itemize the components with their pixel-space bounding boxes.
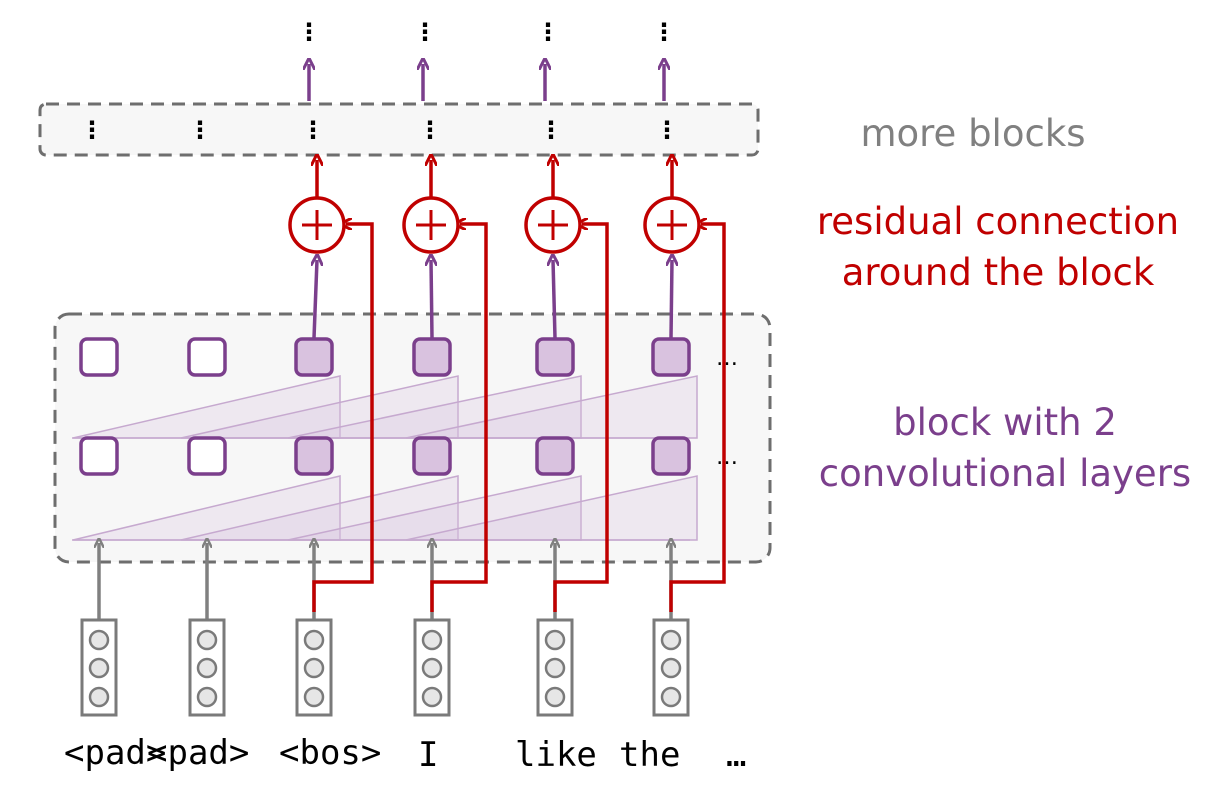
active-conv-node [535, 436, 575, 476]
vertical-ellipsis-icon: ⋮ [418, 116, 442, 144]
vector-element [88, 629, 110, 651]
vector-element [544, 629, 566, 651]
vector-element [303, 657, 325, 679]
vector-element [88, 657, 110, 679]
active-conv-node [535, 337, 575, 377]
block-label-line1: block with 2 [893, 401, 1117, 444]
token-the: the [619, 735, 680, 775]
ellipsis-marks: … … ⋮ ⋮ ⋮ ⋮ ⋮ ⋮ ⋮ ⋮ ⋮ ⋮ [80, 18, 738, 470]
conv-nodes [79, 337, 691, 476]
token-pad-2: <pad> [147, 733, 249, 773]
embedding-vectors [80, 618, 690, 717]
ellipsis-icon: … [716, 445, 738, 470]
vector-element [196, 657, 218, 679]
residual-connection-line [669, 224, 726, 612]
padding-conv-node [79, 436, 119, 476]
vector-element [196, 629, 218, 651]
vertical-ellipsis-icon: ⋮ [652, 18, 676, 46]
residual-connections [288, 160, 726, 612]
receptive-fields [72, 375, 698, 541]
vector-element [660, 629, 682, 651]
active-conv-node [294, 337, 334, 377]
vector-element [303, 629, 325, 651]
token-pad-1: <pad> [64, 733, 166, 773]
token-bos: <bos> [279, 733, 381, 773]
block-output-arrow [671, 260, 672, 339]
active-conv-node [294, 436, 334, 476]
active-conv-node [412, 337, 452, 377]
vertical-ellipsis-icon: ⋮ [301, 116, 325, 144]
residual-connection-line [312, 224, 374, 612]
block-output-arrow [314, 260, 317, 339]
token-like: like [515, 735, 597, 775]
token-i: I [418, 735, 438, 775]
input-tokens: <pad> <pad> <bos> I like the … [64, 733, 746, 775]
vector-element [544, 686, 566, 708]
vector-element [196, 686, 218, 708]
vertical-ellipsis-icon: ⋮ [536, 18, 560, 46]
vector-element [544, 657, 566, 679]
vector-element [88, 686, 110, 708]
more-blocks-label: more blocks [860, 112, 1085, 155]
active-conv-node [412, 436, 452, 476]
active-conv-node [651, 436, 691, 476]
vector-element [303, 686, 325, 708]
vertical-ellipsis-icon: ⋮ [655, 116, 679, 144]
vector-element [660, 686, 682, 708]
padding-conv-node [187, 436, 227, 476]
vector-element [421, 629, 443, 651]
token-ellipsis: … [726, 735, 746, 775]
padding-conv-node [79, 337, 119, 377]
block-output-arrows [309, 64, 672, 339]
vertical-ellipsis-icon: ⋮ [188, 116, 212, 144]
block-label-line2: convolutional layers [819, 452, 1191, 495]
active-conv-node [651, 337, 691, 377]
vertical-ellipsis-icon: ⋮ [80, 116, 104, 144]
vector-element [421, 686, 443, 708]
residual-connection-line [553, 224, 609, 612]
residual-label-line2: around the block [842, 251, 1155, 294]
padding-conv-node [187, 337, 227, 377]
residual-label-line1: residual connection [817, 200, 1179, 243]
ellipsis-icon: … [716, 346, 738, 371]
vertical-ellipsis-icon: ⋮ [539, 116, 563, 144]
vector-element [421, 657, 443, 679]
vertical-ellipsis-icon: ⋮ [413, 18, 437, 46]
residual-connection-line [430, 224, 488, 612]
more-blocks-box [38, 102, 760, 157]
vector-element [660, 657, 682, 679]
vertical-ellipsis-icon: ⋮ [297, 18, 321, 46]
block-output-arrow [431, 260, 432, 339]
block-output-arrow [553, 260, 555, 339]
